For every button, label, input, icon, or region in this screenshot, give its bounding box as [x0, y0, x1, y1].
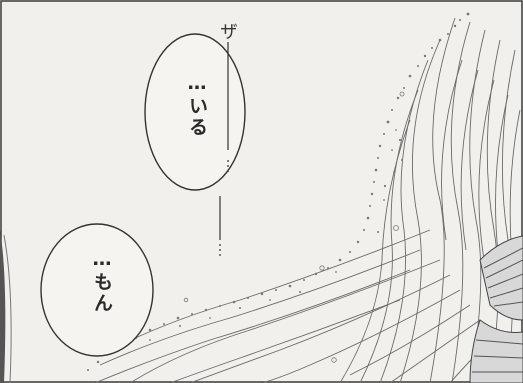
- speech-bubble-1-text: …いる: [186, 72, 208, 138]
- ribbon: [469, 235, 523, 383]
- sfx-lines: [219, 42, 229, 256]
- sparkle-dots: [87, 12, 470, 371]
- speech-bubble-2-text: …もん: [91, 248, 113, 314]
- speech-bubble-2: [40, 223, 154, 357]
- hair-strands: [94, 17, 521, 383]
- speech-bubble-1: [144, 33, 246, 191]
- sound-effect-text: ザ: [217, 22, 238, 42]
- left-hair-edge: [0, 230, 6, 383]
- small-bubbles: [183, 91, 405, 363]
